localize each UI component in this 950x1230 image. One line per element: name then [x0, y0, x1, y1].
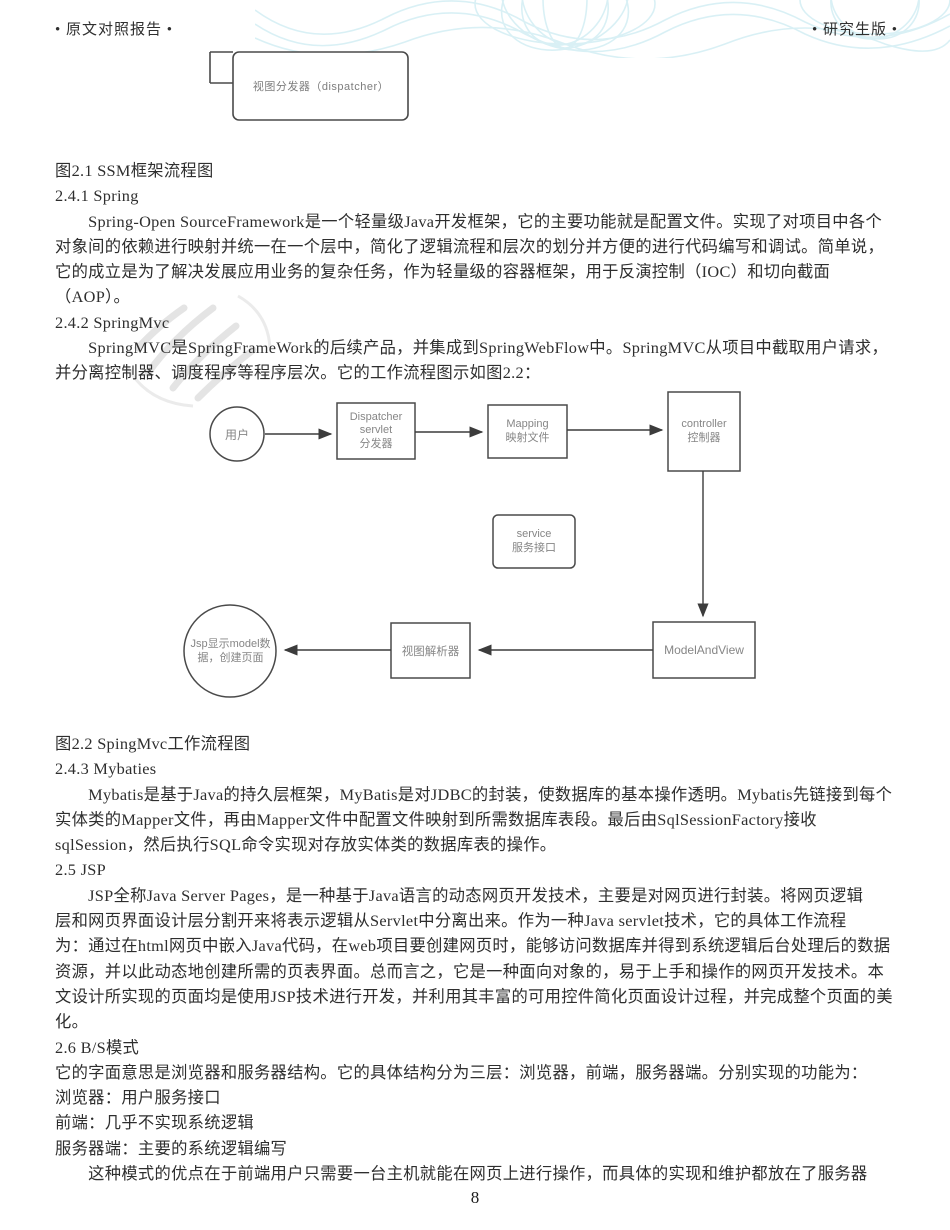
- text-block-bottom: 图2.2 SpingMvc工作流程图 2.4.3 Mybaties Mybati…: [55, 731, 915, 1186]
- text-line: 文设计所实现的页面均是使用JSP技术进行开发，并利用其丰富的可用控件简化页面设计…: [55, 986, 893, 1006]
- header-report-type: • 原文对照报告 •: [55, 22, 174, 38]
- figure-2-1-shapes: [209, 51, 409, 121]
- header-edition: • 研究生版 •: [811, 22, 898, 38]
- text-line: （AOP）。: [55, 287, 131, 307]
- text-line: 层和网页界面设计层分割开来将表示逻辑从Servlet中分离出来。作为一种Java…: [55, 911, 847, 931]
- text-line: 它的字面意思是浏览器和服务器结构。它的具体结构分为三层：浏览器，前端，服务器端。…: [55, 1062, 868, 1082]
- dispatcher-box-label: 视图分发器（dispatcher）: [252, 81, 390, 93]
- text-line: 对象间的依赖进行映射并统一在一个层中，简化了逻辑流程和层次的划分并方便的进行代码…: [55, 236, 885, 256]
- text-line: 浏览器：用户服务接口: [55, 1088, 221, 1108]
- node-controller: controller 控制器: [681, 418, 727, 444]
- text-line: 它的成立是为了解决发展应用业务的复杂任务，作为轻量级的容器框架，用于反演控制（I…: [55, 262, 831, 282]
- section-heading: 2.6 B/S模式: [55, 1037, 140, 1057]
- node-service-interface: service 服务接口: [512, 528, 556, 554]
- text-line: Spring-Open SourceFramework是一个轻量级Java开发框…: [55, 211, 883, 231]
- text-line: Mybatis是基于Java的持久层框架，MyBatis是对JDBC的封装，使数…: [55, 784, 893, 804]
- text-line: JSP全称Java Server Pages，是一种基于Java语言的动态网页开…: [55, 885, 864, 905]
- node-jsp-render: Jsp显示model数 据，创建页面: [190, 638, 271, 664]
- decorative-guilloche-pattern: [255, 0, 950, 58]
- figure-caption: 图2.1 SSM框架流程图: [55, 161, 214, 180]
- node-mapping-file: Mapping 映射文件: [505, 418, 550, 444]
- node-view-resolver: 视图解析器: [401, 645, 460, 658]
- section-heading: 2.4.1 Spring: [55, 186, 139, 206]
- node-dispatcher-servlet: Dispatcher servlet 分发器: [349, 410, 403, 450]
- watermark: [126, 294, 272, 408]
- figure-caption: 图2.2 SpingMvc工作流程图: [55, 734, 251, 753]
- text-line: 为：通过在html网页中嵌入Java代码，在web项目要创建网页时，能够访问数据…: [55, 936, 891, 956]
- figure-2-1-partial: 视图分发器（dispatcher）: [0, 0, 950, 140]
- text-line: sqlSession，然后执行SQL命令实现对存放实体类的数据库表的操作。: [55, 835, 557, 855]
- text-line: 前端：几乎不实现系统逻辑: [55, 1113, 254, 1133]
- text-line: 并分离控制器、调度程序等程序层次。它的工作流程图示如图2.2：: [55, 363, 541, 383]
- figure-2-2-springmvc-flowchart: 用户 Dispatcher servlet 分发器 Mapping 映射文件 c…: [0, 385, 950, 735]
- node-modelandview: ModelAndView: [664, 643, 744, 657]
- figure-2-2-shapes: [183, 391, 756, 698]
- text-line: SpringMVC是SpringFrameWork的后续产品，并集成到Sprin…: [55, 338, 889, 358]
- text-line: 实体类的Mapper文件，再由Mapper文件中配置文件映射到所需数据库表段。最…: [55, 809, 817, 829]
- text-line: 这种模式的优点在于前端用户只需要一台主机就能在网页上进行操作，而具体的实现和维护…: [55, 1164, 868, 1184]
- text-line: 服务器端：主要的系统逻辑编写: [55, 1138, 288, 1158]
- page-number: 8: [470, 1188, 480, 1207]
- section-heading: 2.4.3 Mybaties: [55, 759, 157, 779]
- section-heading: 2.5 JSP: [55, 860, 106, 880]
- node-user: 用户: [224, 427, 249, 442]
- text-line: 化。: [55, 1012, 89, 1032]
- text-line: 资源，并以此动态地创建所需的页表界面。总而言之，它是一种面向对象的，易于上手和操…: [55, 961, 885, 981]
- text-block-top: 图2.1 SSM框架流程图 2.4.1 Spring Spring-Open S…: [55, 158, 915, 386]
- section-heading: 2.4.2 SpringMvc: [55, 312, 170, 332]
